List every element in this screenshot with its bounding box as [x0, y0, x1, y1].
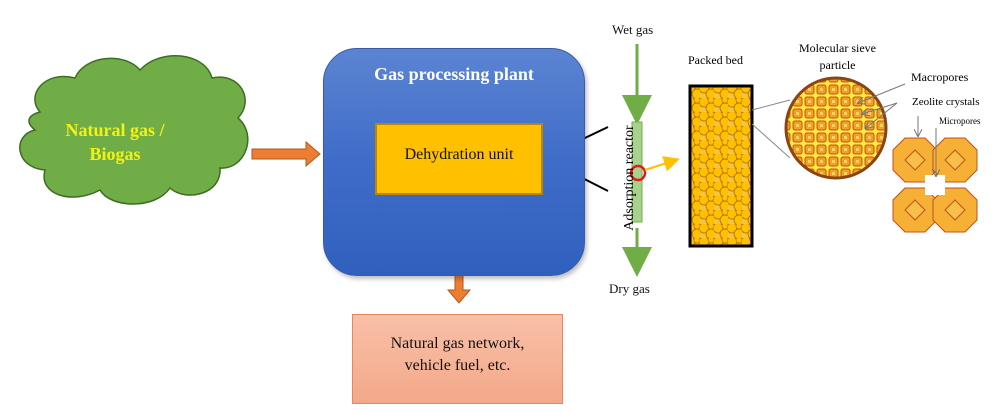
- output-label-line1: Natural gas network,: [390, 335, 525, 352]
- source-label-line2: Biogas: [89, 144, 141, 164]
- macropores-label: Macropores: [911, 70, 969, 84]
- dehydration-unit-box: [375, 123, 543, 195]
- dry-gas-label: Dry gas: [609, 281, 650, 296]
- source-label: Natural gas / Biogas: [35, 118, 195, 166]
- wet-gas-label: Wet gas: [612, 22, 654, 37]
- output-box: [352, 314, 563, 404]
- adsorption-reactor: [622, 44, 680, 277]
- highlight-circle: [629, 164, 647, 182]
- source-cloud: [19, 54, 249, 205]
- micropores-label: Micropores: [939, 116, 981, 126]
- molecular-sieve-label: Molecular sieve particle: [785, 40, 890, 74]
- packed-bed: [688, 84, 791, 248]
- plant-title: Gas processing plant: [374, 64, 534, 84]
- output-label-line2: vehicle fuel, etc.: [404, 357, 511, 374]
- output-label: Natural gas network, vehicle fuel, etc.: [352, 333, 563, 377]
- molecular-sieve-label-line1: Molecular sieve: [799, 41, 876, 55]
- arrow-source-to-plant: [251, 140, 321, 168]
- zeolite-crystals-label: Zeolite crystals: [912, 96, 980, 108]
- dehydration-unit-label: Dehydration unit: [404, 146, 514, 163]
- adsorption-reactor-label: Adsorption reactor: [622, 125, 637, 231]
- molecular-sieve-label-line2: particle: [819, 58, 856, 72]
- packed-bed-label: Packed bed: [688, 53, 743, 67]
- source-label-line1: Natural gas /: [65, 120, 165, 140]
- molecular-sieve-particle: [784, 76, 906, 180]
- zeolite-crystal: [892, 116, 978, 233]
- zoom-arrow: [644, 156, 680, 172]
